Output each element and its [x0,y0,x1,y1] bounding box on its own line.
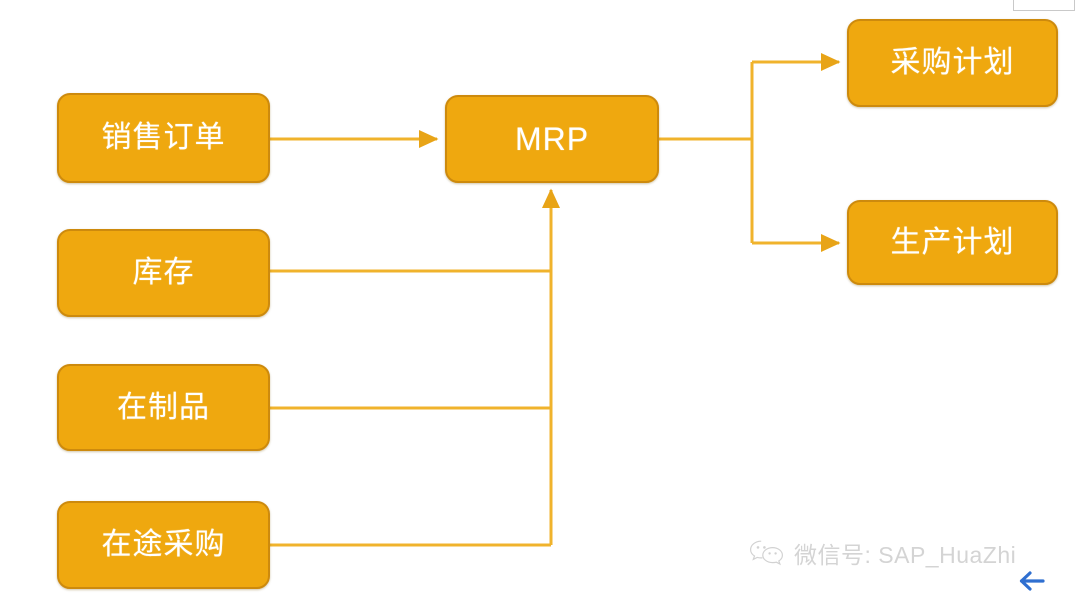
node-in-transit-purchase[interactable]: 在途采购 [57,501,270,589]
node-mrp[interactable]: MRP [445,95,659,183]
watermark-text: 微信号: SAP_HuaZhi [794,542,1017,568]
node-purchase-plan-label: 采购计划 [890,46,1015,79]
node-production-plan[interactable]: 生产计划 [847,200,1058,285]
node-sales-order[interactable]: 销售订单 [57,93,270,183]
arrow-left-icon[interactable] [1016,570,1046,597]
node-work-in-process-label: 在制品 [117,390,210,424]
node-sales-order-label: 销售订单 [101,121,226,154]
wechat-icon [749,540,784,566]
window-frame-corner [1013,0,1075,11]
node-work-in-process[interactable]: 在制品 [57,364,270,451]
node-in-transit-purchase-label: 在途采购 [101,528,226,561]
node-purchase-plan[interactable]: 采购计划 [847,19,1058,107]
node-inventory[interactable]: 库存 [57,229,270,317]
watermark: 微信号: SAP_HuaZhi [748,536,1016,570]
node-production-plan-label: 生产计划 [890,225,1015,259]
node-mrp-label: MRP [514,121,590,157]
node-inventory-label: 库存 [132,256,195,289]
